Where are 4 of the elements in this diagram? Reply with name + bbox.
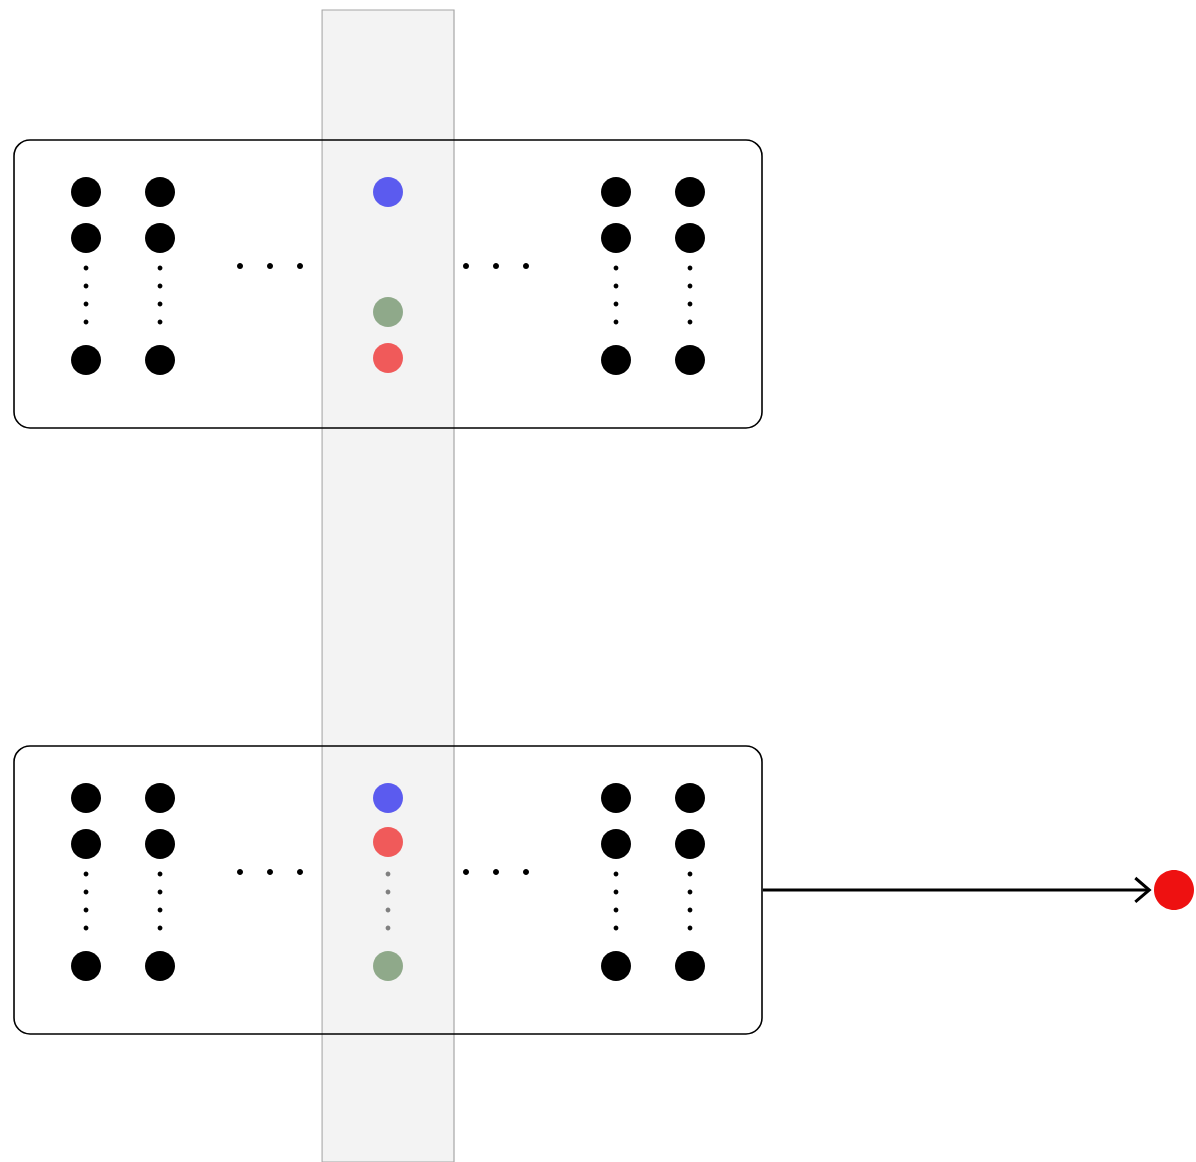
arrow: [762, 876, 1152, 904]
rounded-box: [13, 139, 763, 429]
dot: [1154, 870, 1194, 910]
rounded-box: [13, 745, 763, 1035]
